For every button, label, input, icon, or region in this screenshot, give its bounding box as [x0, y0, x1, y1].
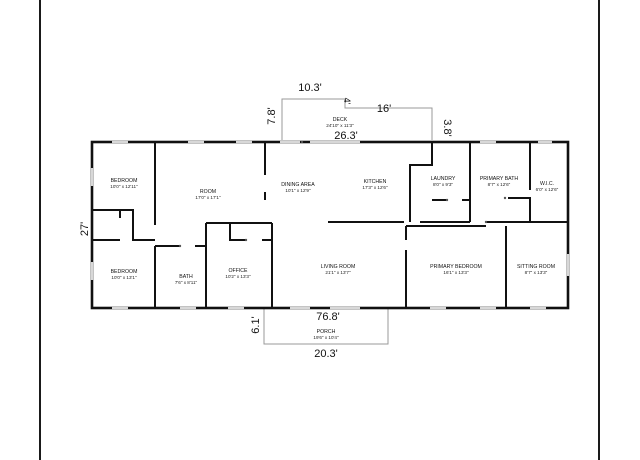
room-room: ROOM 17'0" x 17'1" — [195, 189, 221, 200]
room-primary-bath: PRIMARY BATH 8'7" x 12'6" — [480, 176, 519, 187]
dim-deck-top: 10.3' — [298, 82, 322, 94]
porch-outline — [263, 308, 389, 345]
room-size: 6'0" x 12'6" — [536, 187, 559, 192]
room-size: 21'1" x 13'7" — [325, 270, 351, 275]
dim-deck-left-side: 7.8' — [266, 107, 278, 124]
dim-porch-width: 20.3' — [314, 348, 338, 360]
room-kitchen: KITCHEN 17'3" x 12'6" — [362, 179, 388, 190]
room-size: 8'7" x 12'6" — [488, 182, 511, 187]
room-name: DINING AREA — [281, 182, 315, 188]
room-size: 10'1" x 12'9" — [285, 188, 311, 193]
room-name: BATH — [179, 274, 193, 280]
room-office: OFFICE 10'2" x 13'3" — [225, 268, 251, 279]
room-name: LIVING ROOM — [321, 264, 356, 270]
room-name: W.I.C. — [540, 181, 554, 187]
dim-house-length: 76.8' — [316, 311, 340, 323]
room-size: 10'2" x 13'3" — [225, 274, 251, 279]
room-dining-area: DINING AREA 10'1" x 12'9" — [281, 182, 315, 193]
room-name: ROOM — [200, 189, 216, 195]
room-bath: BATH 7'6" x 8'11" — [175, 274, 198, 285]
dim-porch-side: 6.1' — [250, 316, 262, 333]
room-name: DECK — [333, 117, 348, 123]
room-primary-bedroom: PRIMARY BEDROOM 16'1" x 13'3" — [430, 264, 482, 275]
dim-deck-right: 16' — [377, 103, 391, 115]
room-size: 10'0" x 12'11" — [110, 184, 138, 189]
room-bedroom-1: BEDROOM 10'0" x 12'11" — [110, 178, 138, 189]
deck-outline — [281, 98, 433, 140]
interior-walls — [92, 142, 568, 308]
room-size: 10'0" x 13'1" — [111, 275, 137, 280]
room-size: 7'6" x 8'11" — [175, 280, 198, 285]
dim-deck-width: 26.3' — [334, 130, 358, 142]
room-size: 16'1" x 13'3" — [443, 270, 469, 275]
room-name: PORCH — [317, 329, 336, 335]
room-bedroom-2: BEDROOM 10'0" x 13'1" — [111, 269, 138, 280]
room-size: 19'6" x 10'4" — [313, 335, 339, 340]
dimension-labels: 10.3' 4' 16' 7.8' 3.8' 26.3' 27' 76.8' 6… — [79, 82, 453, 360]
room-porch: PORCH 19'6" x 10'4" — [313, 329, 339, 340]
door-markers — [178, 140, 507, 248]
room-name: SITTING ROOM — [517, 264, 555, 270]
room-size: 8'0" x 9'3" — [433, 182, 453, 187]
room-name: KITCHEN — [364, 179, 387, 185]
room-wic: W.I.C. 6'0" x 12'6" — [536, 181, 559, 192]
windows — [90, 140, 570, 310]
room-living-room: LIVING ROOM 21'1" x 13'7" — [321, 264, 356, 275]
room-name: BEDROOM — [111, 178, 138, 184]
room-name: PRIMARY BATH — [480, 176, 519, 182]
room-labels: BEDROOM 10'0" x 12'11" ROOM 17'0" x 17'1… — [110, 117, 558, 340]
room-name: BEDROOM — [111, 269, 138, 275]
dim-deck-right-side: 3.8' — [441, 119, 453, 136]
dim-house-depth: 27' — [79, 222, 91, 236]
page-frame-left — [39, 0, 41, 460]
room-size: 17'3" x 12'6" — [362, 185, 388, 190]
room-laundry: LAUNDRY 8'0" x 9'3" — [431, 176, 456, 187]
page-frame-right — [598, 0, 600, 460]
room-size: 8'7" x 13'3" — [525, 270, 548, 275]
room-size: 17'0" x 17'1" — [195, 195, 221, 200]
room-name: LAUNDRY — [431, 176, 456, 182]
room-deck: DECK 24'10" x 11'3" — [326, 117, 354, 128]
dim-deck-step: 4' — [342, 98, 352, 105]
exterior-walls — [90, 140, 570, 310]
room-sitting-room: SITTING ROOM 8'7" x 13'3" — [517, 264, 555, 275]
room-size: 24'10" x 11'3" — [326, 123, 354, 128]
room-name: PRIMARY BEDROOM — [430, 264, 482, 270]
room-name: OFFICE — [228, 268, 248, 274]
